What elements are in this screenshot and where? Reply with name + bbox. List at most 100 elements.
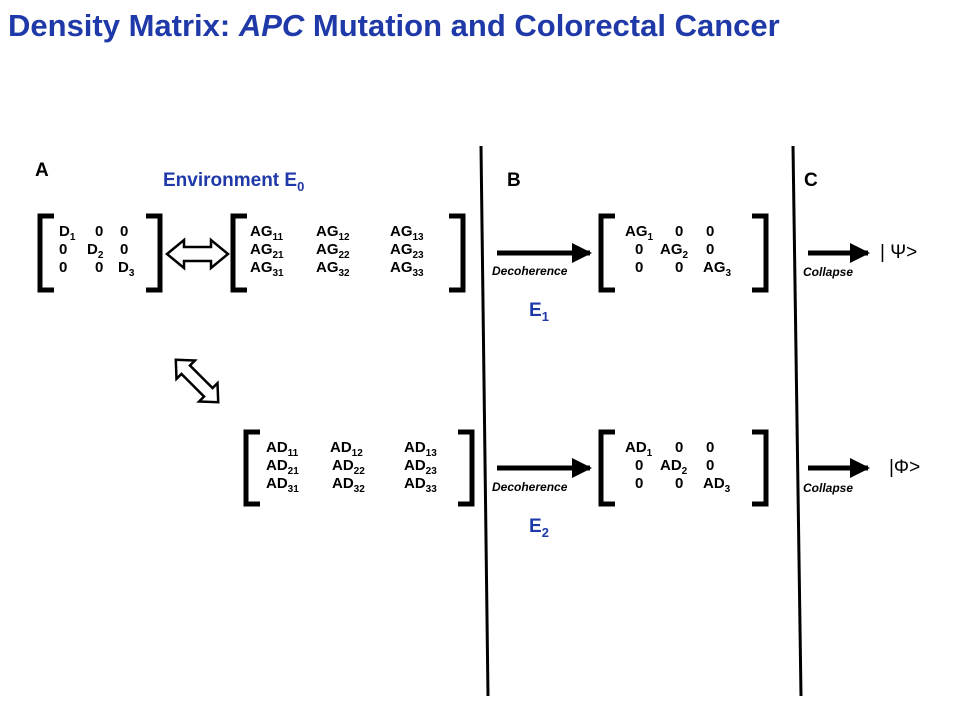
matrix-cell: D3: [118, 259, 135, 279]
matrix-row: AG11 AG12 AG13: [250, 223, 450, 243]
bracket-right-ag-diag: [752, 213, 769, 293]
bracket-left-ag-diag: [598, 213, 615, 293]
matrix-cell: 0: [635, 475, 644, 492]
matrix-cell: 0: [706, 241, 715, 258]
matrix-cell: 0: [675, 259, 684, 276]
collapse-label-top: Collapse: [803, 265, 854, 279]
matrix-cell: AG33: [390, 259, 424, 279]
matrix-cell: 0: [635, 259, 644, 276]
environment-label: Environment E0: [163, 170, 304, 194]
panel-label-a: A: [35, 160, 49, 181]
matrix-cell: 0: [59, 259, 68, 276]
matrix-cell: 0: [675, 223, 684, 240]
matrix-cell: 0: [706, 457, 715, 474]
e1-label-sub: 1: [541, 308, 549, 324]
matrix-row: AD21 AD22 AD23: [266, 457, 456, 477]
e1-label: E1: [529, 300, 549, 324]
matrix-row: 0 0 AD3: [625, 475, 750, 495]
matrix-d: D1 0 0 0 D2 0 0 0 D3: [59, 223, 149, 279]
matrix-row: AG31 AG32 AG33: [250, 259, 450, 279]
matrix-cell: AD33: [404, 475, 437, 495]
matrix-row: 0 D2 0: [59, 241, 149, 261]
panel-label-c: C: [804, 170, 818, 191]
bracket-right-ad: [458, 429, 475, 507]
double-arrow-diagonal: [174, 358, 220, 404]
collapse-label-bottom: Collapse: [803, 481, 854, 495]
e2-label: E2: [529, 516, 549, 540]
matrix-ad: AD11 AD12 AD13 AD21 AD22 AD23 AD31 AD32 …: [266, 439, 456, 495]
title-gene: APC: [238, 8, 305, 43]
environment-label-sub: 0: [297, 178, 305, 194]
matrix-cell: AD1: [625, 439, 653, 459]
matrix-cell: 0: [635, 241, 644, 258]
bracket-left-ad-diag: [598, 429, 615, 507]
matrix-cell: AD2: [660, 457, 688, 477]
matrix-cell: AG23: [390, 241, 424, 261]
matrix-cell: AG32: [316, 259, 350, 279]
matrix-row: AD31 AD32 AD33: [266, 475, 456, 495]
matrix-row: AG21 AG22 AG23: [250, 241, 450, 261]
page-title: Density Matrix: APC Mutation and Colorec…: [8, 8, 780, 44]
matrix-row: AG1 0 0: [625, 223, 750, 243]
bracket-left-ad: [243, 429, 260, 507]
matrix-cell: 0: [635, 457, 644, 474]
matrix-cell: AD31: [266, 475, 299, 495]
e2-label-sub: 2: [541, 524, 549, 540]
decoherence-label-top: Decoherence: [492, 264, 568, 278]
matrix-cell: 0: [706, 439, 715, 456]
matrix-cell: 0: [95, 259, 104, 276]
bracket-right-ag: [449, 213, 466, 293]
matrix-cell: AG13: [390, 223, 424, 243]
matrix-cell: AG2: [660, 241, 689, 261]
matrix-cell: AD13: [404, 439, 437, 459]
matrix-row: AD11 AD12 AD13: [266, 439, 456, 459]
bracket-right-d: [146, 213, 163, 293]
matrix-row: 0 AD2 0: [625, 457, 750, 477]
matrix-cell: 0: [675, 475, 684, 492]
matrix-cell: 0: [120, 223, 129, 240]
title-suffix: Mutation and Colorectal Cancer: [304, 8, 780, 43]
decoherence-label-bottom: Decoherence: [492, 480, 568, 494]
matrix-row: AD1 0 0: [625, 439, 750, 459]
e2-label-text: E: [529, 516, 542, 537]
matrix-cell: AD22: [332, 457, 365, 477]
matrix-cell: AD12: [330, 439, 363, 459]
matrix-cell: 0: [95, 223, 104, 240]
matrix-cell: 0: [120, 241, 129, 258]
matrix-ag: AG11 AG12 AG13 AG21 AG22 AG23 AG31 AG32 …: [250, 223, 450, 279]
matrix-cell: AG3: [703, 259, 732, 279]
matrix-cell: AG12: [316, 223, 350, 243]
matrix-cell: AG22: [316, 241, 350, 261]
matrix-cell: D1: [59, 223, 76, 243]
matrix-cell: AD21: [266, 457, 299, 477]
matrix-cell: AD3: [703, 475, 731, 495]
divider-line-bc: [791, 145, 803, 697]
e1-label-text: E: [529, 300, 542, 321]
matrix-cell: AG31: [250, 259, 284, 279]
double-arrow-horizontal: [165, 237, 230, 271]
ket-psi: | Ψ>: [880, 242, 918, 263]
matrix-cell: 0: [59, 241, 68, 258]
matrix-row: D1 0 0: [59, 223, 149, 243]
matrix-ag-diagonal: AG1 0 0 0 AG2 0 0 0 AG3: [625, 223, 750, 279]
bracket-right-ad-diag: [752, 429, 769, 507]
divider-line-ab: [479, 145, 490, 697]
matrix-cell: D2: [87, 241, 104, 261]
matrix-cell: AG21: [250, 241, 284, 261]
matrix-cell: AG11: [250, 223, 284, 243]
matrix-cell: AG1: [625, 223, 654, 243]
matrix-cell: AD32: [332, 475, 365, 495]
matrix-row: 0 0 D3: [59, 259, 149, 279]
matrix-cell: 0: [675, 439, 684, 456]
matrix-row: 0 0 AG3: [625, 259, 750, 279]
matrix-ad-diagonal: AD1 0 0 0 AD2 0 0 0 AD3: [625, 439, 750, 495]
environment-label-text: Environment E: [163, 170, 298, 191]
matrix-cell: AD11: [266, 439, 299, 459]
panel-label-b: B: [507, 170, 521, 191]
matrix-cell: AD23: [404, 457, 437, 477]
bracket-left-ag: [230, 213, 247, 293]
bracket-left-d: [37, 213, 54, 293]
matrix-cell: 0: [706, 223, 715, 240]
matrix-row: 0 AG2 0: [625, 241, 750, 261]
